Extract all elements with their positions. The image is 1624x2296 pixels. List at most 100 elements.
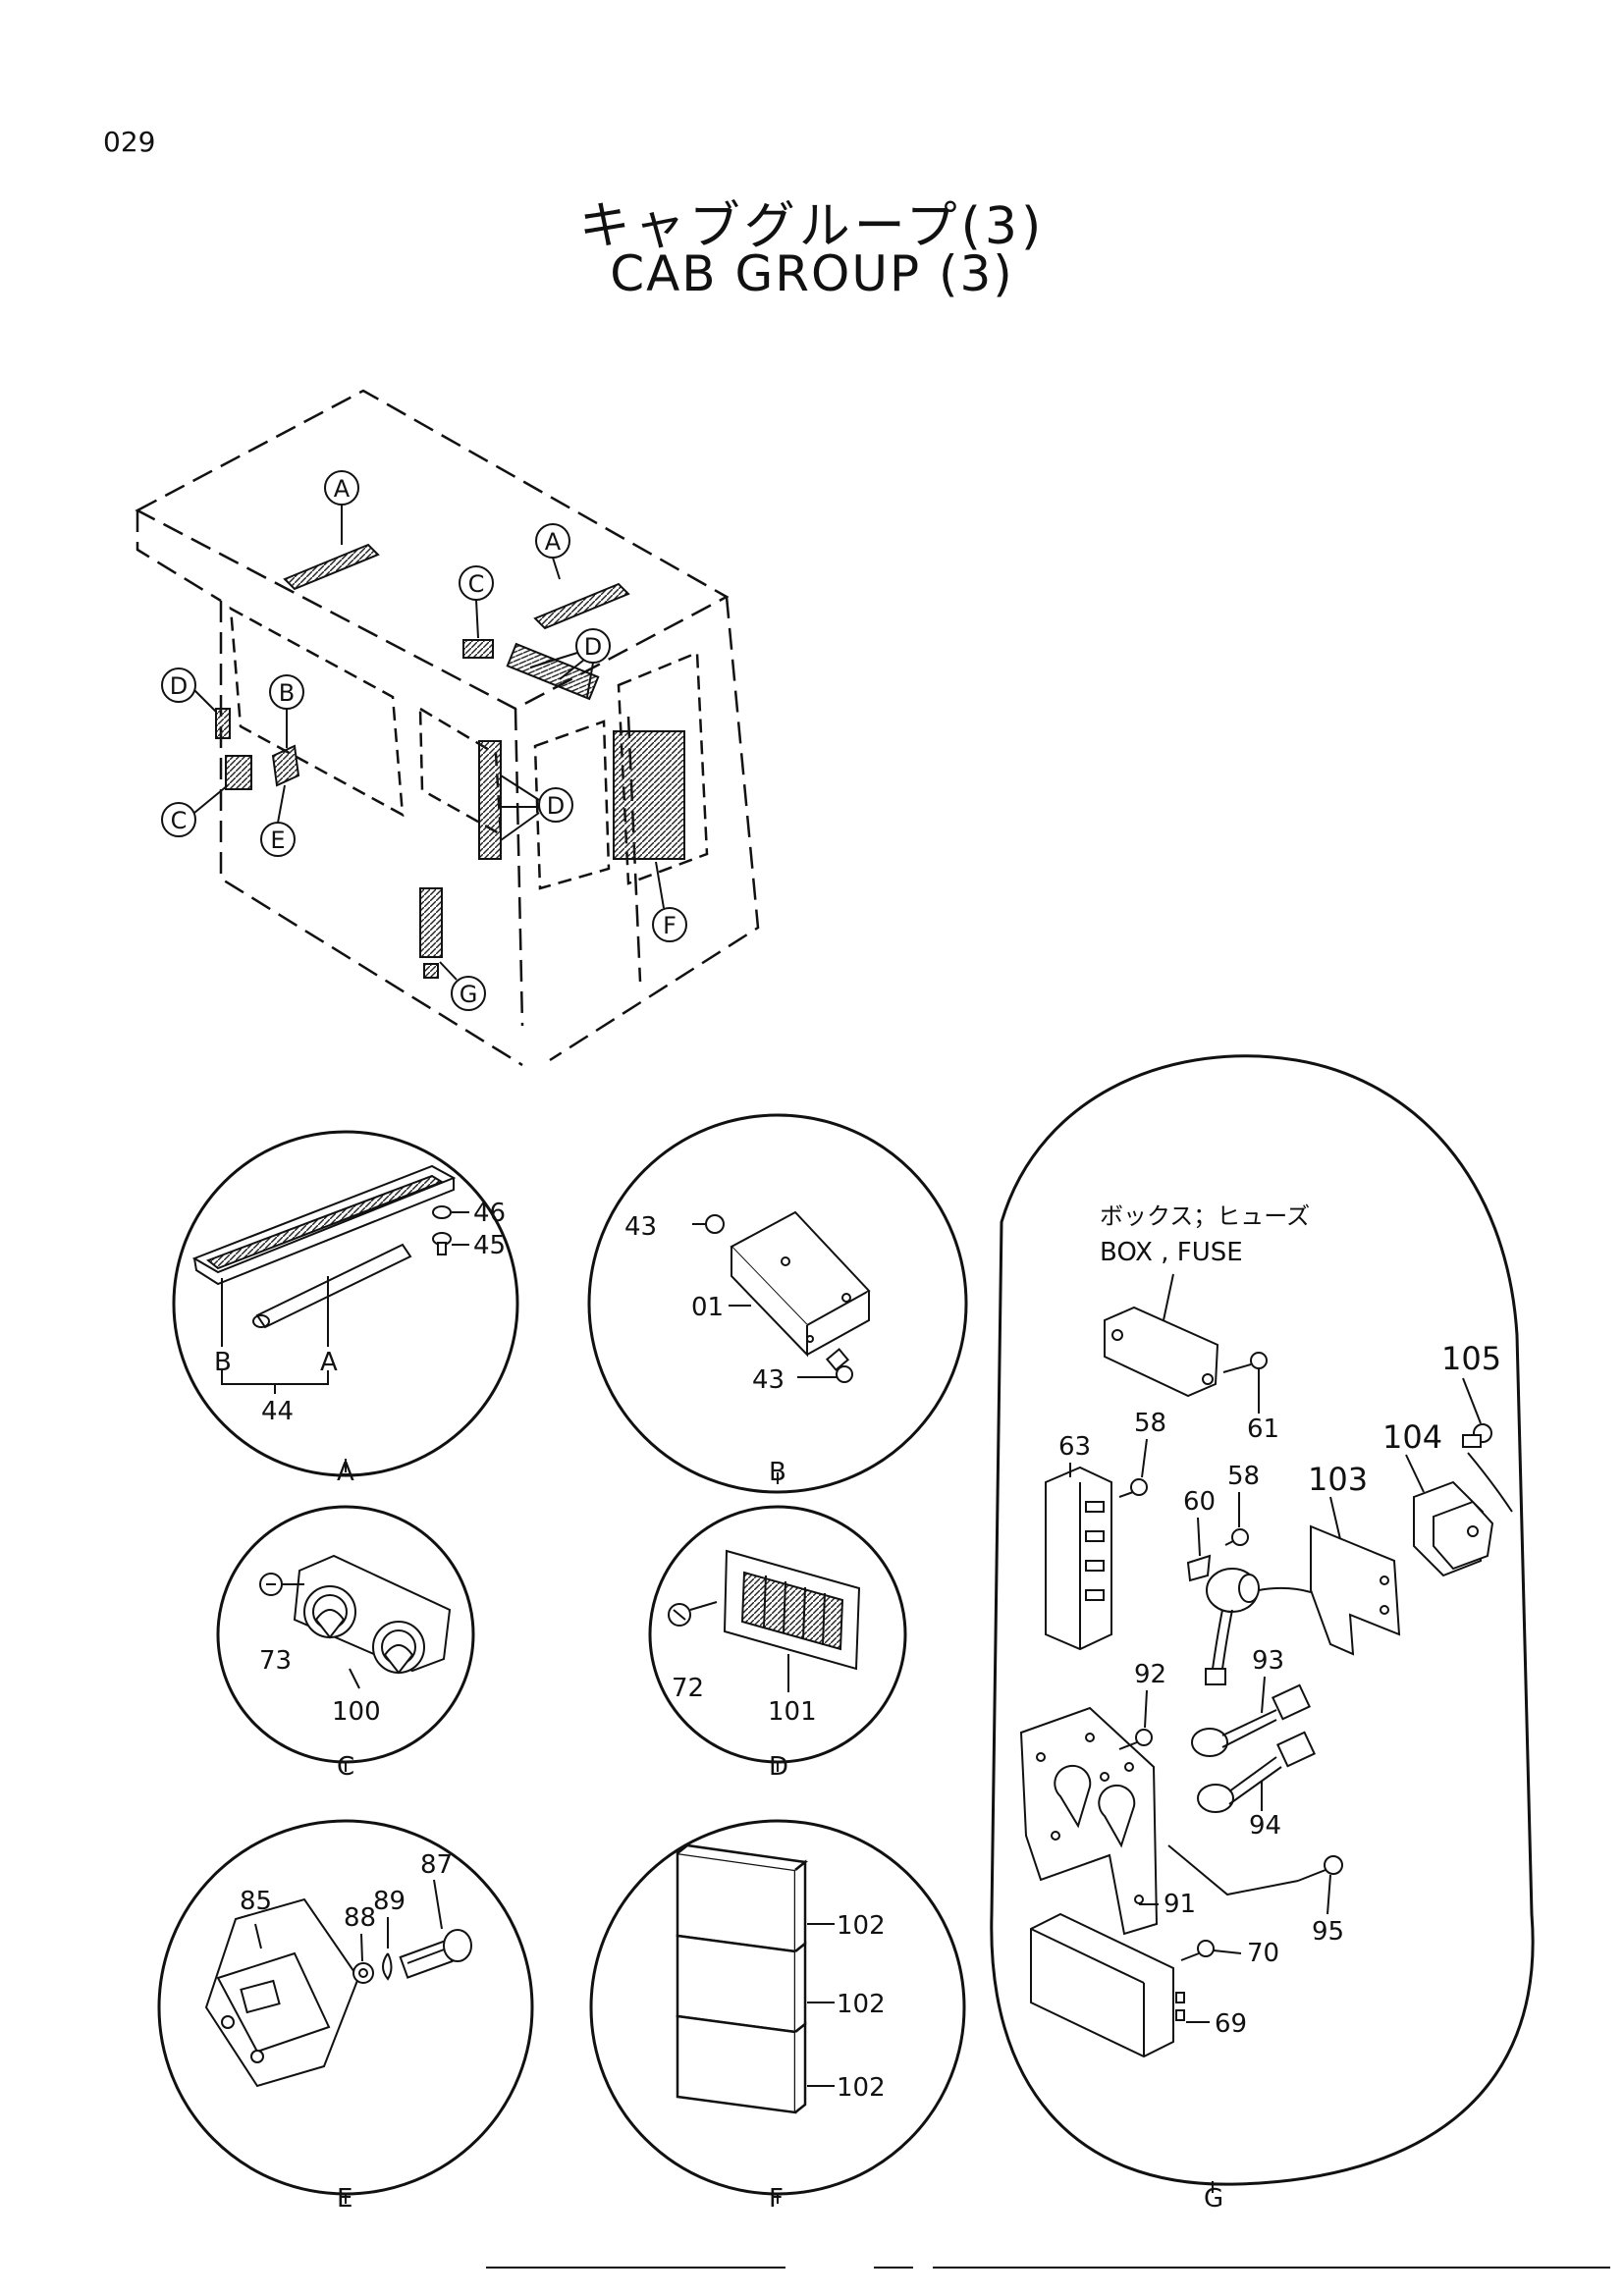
screw-72 bbox=[668, 1601, 718, 1627]
detail-caption-e: E bbox=[337, 2184, 352, 2214]
part-label-60: 60 bbox=[1183, 1487, 1216, 1517]
harness-94 bbox=[1197, 1731, 1316, 1813]
end-label-b: B bbox=[214, 1348, 232, 1377]
part-label-105: 105 bbox=[1441, 1340, 1501, 1377]
screw-70 bbox=[1180, 1940, 1215, 1961]
page-title-english: CAB GROUP (3) bbox=[610, 245, 1014, 302]
overview-callout-g: G bbox=[439, 961, 486, 1011]
screw-43-top bbox=[692, 1214, 725, 1234]
switch-85 bbox=[204, 1897, 360, 2088]
overview-callout-c2: C bbox=[161, 784, 229, 837]
washer-88 bbox=[352, 1962, 374, 1984]
roof-vent-cover bbox=[191, 1164, 457, 1329]
part-label-94: 94 bbox=[1249, 1811, 1281, 1841]
bracket-103 bbox=[1310, 1524, 1401, 1656]
panel-91 bbox=[1019, 1706, 1159, 1936]
switch-panel-100 bbox=[293, 1554, 452, 1675]
part-label-43-bottom: 43 bbox=[752, 1365, 785, 1395]
part-label-58-left: 58 bbox=[1134, 1409, 1166, 1438]
lock-washer-89 bbox=[382, 1952, 393, 1981]
svg-text:D: D bbox=[547, 792, 565, 820]
svg-text:F: F bbox=[663, 912, 677, 939]
part-label-92: 92 bbox=[1134, 1660, 1166, 1689]
relay-104 bbox=[1413, 1480, 1494, 1577]
svg-text:C: C bbox=[171, 807, 188, 834]
screw-43-bottom bbox=[797, 1348, 853, 1383]
screw-92 bbox=[1118, 1729, 1153, 1750]
part-label-102-bottom: 102 bbox=[837, 2073, 886, 2103]
overview-callout-e: E bbox=[260, 784, 296, 857]
svg-text:D: D bbox=[170, 672, 188, 700]
screw-46 bbox=[432, 1205, 469, 1219]
detail-caption-c: C bbox=[337, 1752, 354, 1782]
part-label-87: 87 bbox=[420, 1850, 453, 1880]
part-label-104: 104 bbox=[1382, 1418, 1442, 1456]
detail-g: ボックス；ヒューズ BOX , FUSE 61 63 58 bbox=[990, 1054, 1535, 2214]
fuse-box-name-japanese: ボックス；ヒューズ bbox=[1100, 1202, 1310, 1230]
part-label-58-right: 58 bbox=[1227, 1462, 1260, 1491]
screw-45 bbox=[432, 1232, 469, 1255]
part-label-46: 46 bbox=[473, 1199, 506, 1228]
detail-b: 43 01 43 B bbox=[587, 1113, 968, 1494]
detail-caption-f: F bbox=[769, 2184, 784, 2214]
part-label-01: 01 bbox=[691, 1293, 724, 1322]
screw-58-left bbox=[1118, 1478, 1148, 1498]
svg-text:A: A bbox=[545, 528, 562, 556]
part-label-85: 85 bbox=[240, 1887, 272, 1916]
part-label-69: 69 bbox=[1215, 2009, 1247, 2039]
page-number: 029 bbox=[103, 126, 156, 158]
part-label-95: 95 bbox=[1312, 1917, 1344, 1947]
overview-callout-b: B bbox=[269, 674, 304, 748]
part-label-45: 45 bbox=[473, 1231, 506, 1260]
part-label-93: 93 bbox=[1252, 1646, 1284, 1676]
page-title-japanese: キャブグループ(3) bbox=[578, 197, 1046, 256]
screw-95 bbox=[1167, 1844, 1343, 1896]
screw-61 bbox=[1222, 1352, 1268, 1373]
filter-stack-102 bbox=[676, 1843, 809, 2114]
part-label-43-top: 43 bbox=[624, 1212, 657, 1242]
screw-73 bbox=[259, 1573, 304, 1596]
detail-e: 85 88 89 87 E bbox=[157, 1819, 534, 2214]
svg-text:B: B bbox=[279, 679, 295, 707]
overview-parts bbox=[215, 543, 685, 979]
part-label-102-middle: 102 bbox=[837, 1990, 886, 2019]
detail-caption-a: A bbox=[337, 1458, 354, 1487]
part-label-100: 100 bbox=[332, 1697, 381, 1727]
bolt-105 bbox=[1462, 1423, 1513, 1513]
part-label-61: 61 bbox=[1247, 1415, 1279, 1444]
overview-callout-d3: D bbox=[500, 774, 573, 841]
overview-callout-f: F bbox=[652, 861, 687, 942]
bracket-44 bbox=[221, 1276, 329, 1394]
part-label-101: 101 bbox=[768, 1697, 817, 1727]
part-label-102-top: 102 bbox=[837, 1911, 886, 1941]
svg-text:C: C bbox=[468, 570, 485, 598]
overview-callout-a1: A bbox=[324, 470, 359, 545]
bracket-01 bbox=[730, 1210, 871, 1358]
detail-caption-d: D bbox=[769, 1752, 788, 1782]
harness-93 bbox=[1191, 1683, 1311, 1757]
vent-grille-101 bbox=[723, 1549, 861, 1671]
part-label-103: 103 bbox=[1308, 1461, 1368, 1498]
part-label-91: 91 bbox=[1164, 1890, 1196, 1919]
overview-callout-d1: D bbox=[529, 628, 611, 698]
part-label-72: 72 bbox=[672, 1674, 704, 1703]
overview-callout-c1: C bbox=[459, 565, 494, 639]
bolt-87 bbox=[399, 1929, 472, 1979]
detail-d: 72 101 D bbox=[648, 1505, 907, 1782]
part-label-88: 88 bbox=[344, 1903, 376, 1933]
part-label-89: 89 bbox=[373, 1887, 406, 1916]
overview-callout-d2: D bbox=[161, 667, 217, 713]
detail-caption-g: G bbox=[1204, 2184, 1223, 2214]
part-label-44: 44 bbox=[261, 1397, 294, 1426]
fuse-box bbox=[1104, 1306, 1219, 1398]
svg-text:G: G bbox=[460, 981, 478, 1008]
svg-text:A: A bbox=[334, 475, 351, 503]
terminal-63 bbox=[1045, 1466, 1112, 1651]
detail-caption-b: B bbox=[769, 1458, 786, 1487]
part-label-70: 70 bbox=[1247, 1939, 1279, 1968]
box-69 bbox=[1030, 1912, 1185, 2058]
detail-f: 102 102 102 F bbox=[589, 1819, 966, 2214]
part-label-73: 73 bbox=[259, 1646, 292, 1676]
detail-a: 46 45 B A 44 A bbox=[172, 1130, 519, 1487]
